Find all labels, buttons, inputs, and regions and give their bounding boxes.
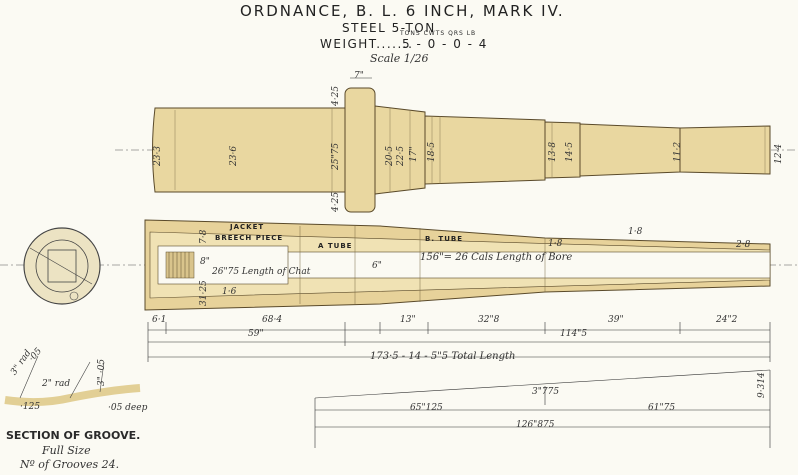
rifling-r1: 3"775 — [532, 387, 560, 397]
dim-d3: 25"75 — [331, 142, 341, 170]
trunnion-width-dim: 7" — [354, 71, 364, 81]
trunnion-ring — [374, 105, 426, 195]
dim-18a: 1·8 — [548, 239, 563, 249]
dim-78: 7·8 — [199, 229, 209, 244]
bore-diameter: 6" — [372, 261, 382, 271]
dim-d4: 20·5 — [385, 145, 395, 166]
dim-d2: 23·6 — [229, 145, 239, 166]
dim-16: 1·6 — [222, 287, 237, 297]
length-c: 13" — [400, 315, 416, 325]
label-b-tube: B. TUBE — [425, 235, 464, 243]
length-h: 114"5 — [560, 329, 588, 339]
dim-d10: 11·2 — [673, 141, 683, 162]
rifling-r4: 126"875 — [516, 420, 555, 430]
label-jacket: JACKET — [230, 223, 265, 231]
groove-rad2: 2" rad — [42, 379, 71, 389]
breech-body — [152, 107, 381, 193]
dim-d1: 23·3 — [153, 145, 163, 166]
length-d: 32"8 — [478, 315, 500, 325]
groove-count: Nº of Grooves 24. — [20, 458, 120, 471]
trunnion — [344, 87, 376, 213]
muzzle-swell — [679, 125, 771, 175]
breech-screw — [168, 252, 190, 278]
groove-deep: ·05 deep — [108, 403, 148, 413]
dim-d6: 17" — [409, 146, 419, 162]
groove-section — [4, 355, 141, 407]
exterior-hatching — [174, 108, 766, 192]
groove-d305: 3" ·05 — [97, 358, 107, 386]
chamber-diameter: 8" — [200, 257, 210, 267]
groove-d125: ·125 — [20, 402, 41, 412]
drawing-subtitle: STEEL 5-TON — [342, 21, 436, 35]
length-e: 39" — [608, 315, 624, 325]
hoop-section — [424, 115, 546, 185]
chamber-length: 26"75 Length of Chat — [212, 267, 311, 277]
length-g: 59" — [248, 329, 264, 339]
breech-end-view — [23, 227, 101, 305]
section-joints — [299, 226, 546, 304]
bore-length: 156"= 26 Cals Length of Bore — [420, 252, 573, 263]
dimension-lines — [147, 77, 771, 362]
dim-18b: 1·8 — [628, 227, 643, 237]
total-length: 173·5 - 14 - 5"5 Total Length — [370, 351, 516, 362]
dim-d7: 18·5 — [427, 141, 437, 162]
dim-d8: 13·8 — [548, 141, 558, 162]
label-breech-piece: BREECH PIECE — [215, 234, 284, 242]
chase — [579, 123, 681, 177]
length-f: 24"2 — [716, 315, 738, 325]
rifling-diagram — [314, 369, 771, 448]
trunnion-top-dim: 4·25 — [331, 85, 341, 106]
dim-d9: 14·5 — [565, 141, 575, 162]
dim-3125: 31·25 — [199, 280, 209, 306]
groove-title: SECTION OF GROOVE. — [6, 429, 141, 442]
label-a-tube: A TUBE — [318, 242, 353, 250]
trunnion-bottom-dim: 4·25 — [331, 191, 341, 212]
section-view — [144, 219, 771, 311]
dim-d11: 12·4 — [774, 143, 784, 164]
chase-step — [544, 121, 581, 179]
drawing-title: ORDNANCE, B. L. 6 INCH, MARK IV. — [240, 2, 565, 20]
weight-units: TONS CWTS QRS LB — [400, 30, 477, 37]
dim-d5: 22·5 — [396, 145, 406, 166]
rifling-r2: 65"125 — [410, 403, 443, 413]
rifling-r3: 61"75 — [648, 403, 676, 413]
breech-block — [165, 251, 195, 279]
rifling-r5: 9·314 — [757, 372, 767, 398]
scale-label: Scale 1/26 — [370, 52, 429, 65]
dim-28: 2·8 — [736, 240, 751, 250]
length-b: 68·4 — [262, 315, 283, 325]
weight-label: WEIGHT....... — [320, 37, 414, 51]
length-a: 6·1 — [152, 315, 167, 325]
groove-full-size: Full Size — [42, 444, 91, 457]
exterior-view — [152, 87, 771, 213]
weight-value: 5 - 0 - 0 - 4 — [402, 37, 488, 51]
